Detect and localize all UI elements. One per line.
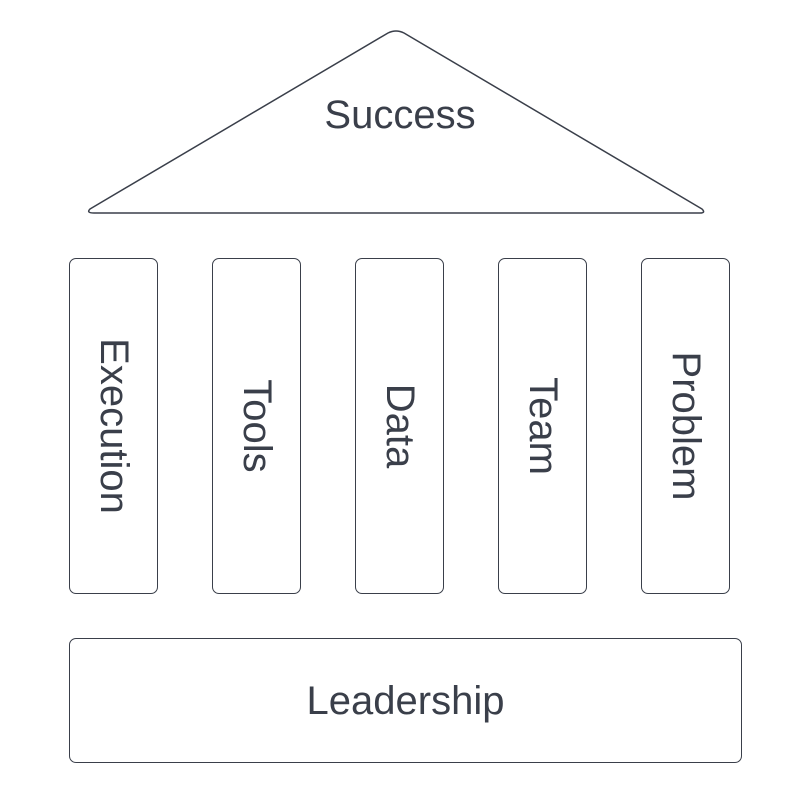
- pillar-problem: Problem: [641, 258, 730, 594]
- pillar-data: Data: [355, 258, 444, 594]
- pillar-execution: Execution: [69, 258, 158, 594]
- pillar-tools: Tools: [212, 258, 301, 594]
- roof-triangle: [87, 30, 705, 214]
- pillar-label: Tools: [234, 379, 279, 473]
- pillar-team: Team: [498, 258, 587, 594]
- pillar-label: Data: [377, 383, 422, 469]
- pillar-label: Execution: [91, 338, 136, 514]
- roof-label: Success: [324, 93, 476, 137]
- pillar-label: Team: [520, 377, 565, 475]
- pillar-label: Problem: [663, 351, 708, 501]
- roof-shape: [87, 30, 705, 214]
- foundation-box: Leadership: [69, 638, 742, 763]
- foundation-label: Leadership: [306, 678, 505, 723]
